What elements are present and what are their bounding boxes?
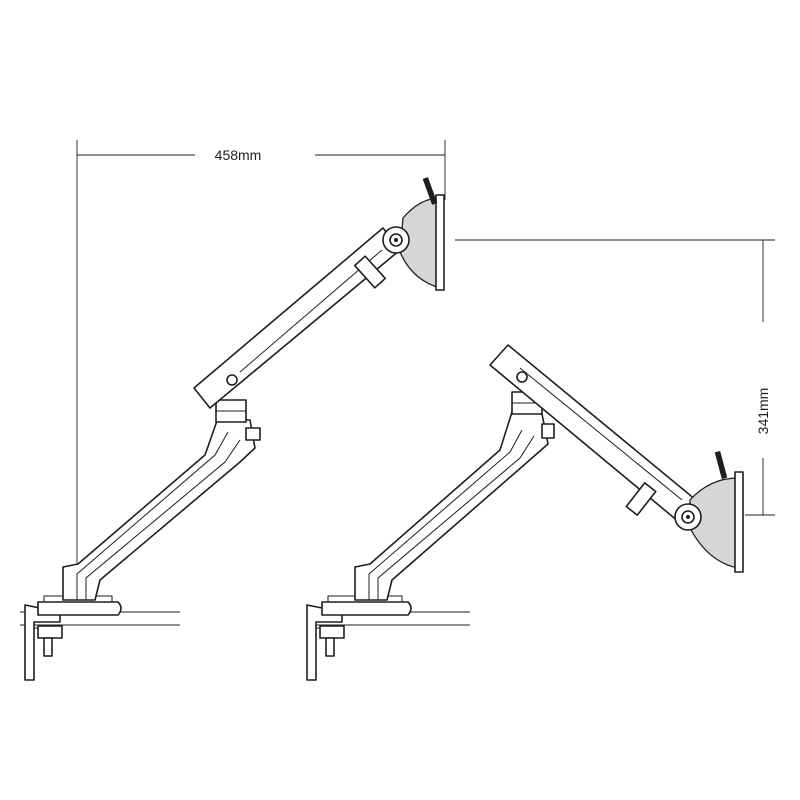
left-tilt-head [382,177,445,291]
height-dimension-label: 341mm [755,388,771,435]
left-elbow-joint [215,399,261,441]
reach-dimension: 458mm [76,140,446,600]
right-monitor-arm [306,344,744,681]
right-lower-arm [354,411,549,601]
left-upper-arm [193,227,401,409]
left-monitor-arm [20,177,445,681]
left-desk-clamp [24,604,63,681]
left-lower-arm [62,417,256,601]
reach-dimension-label: 458mm [215,147,262,163]
right-desk-clamp [306,604,345,681]
left-base-plate [37,595,122,616]
height-dimension: 341mm [455,239,775,516]
right-tilt-head [674,451,744,573]
